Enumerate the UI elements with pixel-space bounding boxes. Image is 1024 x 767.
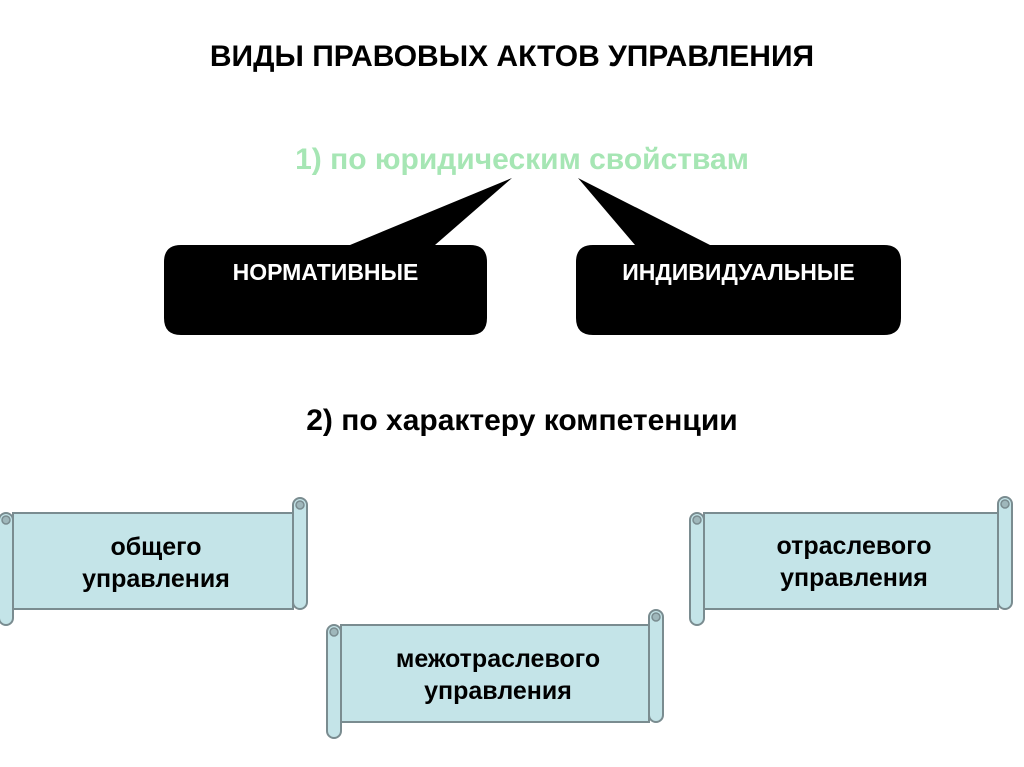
- type-individual-label: ИНДИВИДУАЛЬНЫЕ: [622, 259, 855, 285]
- scroll-branch-line2: управления: [780, 564, 928, 592]
- scroll-general-line1: общего: [110, 532, 202, 561]
- scroll-interbranch-left-roll: [326, 624, 342, 739]
- scroll-interbranch-body: [340, 624, 650, 723]
- scroll-branch-text: отраслевого управления: [703, 515, 1005, 609]
- scroll-interbranch-text: межотраслевого управления: [340, 628, 656, 722]
- scroll-branch-top-curl: [1000, 499, 1010, 509]
- scroll-general-text: общего управления: [12, 516, 300, 609]
- callout-individual: [576, 178, 901, 335]
- scroll-branch-bottom-curl: [692, 515, 702, 525]
- scroll-branch-left-roll: [689, 512, 705, 626]
- scroll-interbranch-top-curl: [651, 612, 661, 622]
- scroll-branch-line1: отраслевого: [776, 532, 932, 560]
- scroll-interbranch-line2: управления: [424, 677, 572, 705]
- criterion-1-label: 1) по юридическим свойствам: [295, 143, 749, 176]
- criterion-2-label: 2) по характеру компетенции: [306, 404, 738, 437]
- scroll-branch-body: [703, 512, 999, 610]
- scroll-general-body: [12, 512, 294, 610]
- slide-title: ВИДЫ ПРАВОВЫХ АКТОВ УПРАВЛЕНИЯ: [209, 40, 815, 73]
- scroll-general-line2: управления: [82, 564, 230, 593]
- scroll-general-top-curl: [295, 500, 305, 510]
- type-normative-label: НОРМАТИВНЫЕ: [232, 259, 419, 285]
- scroll-general-bottom-curl: [1, 515, 11, 525]
- scroll-interbranch-bottom-curl: [329, 627, 339, 637]
- callout-normative: [164, 178, 512, 335]
- scroll-interbranch-line1: межотраслевого: [395, 645, 601, 673]
